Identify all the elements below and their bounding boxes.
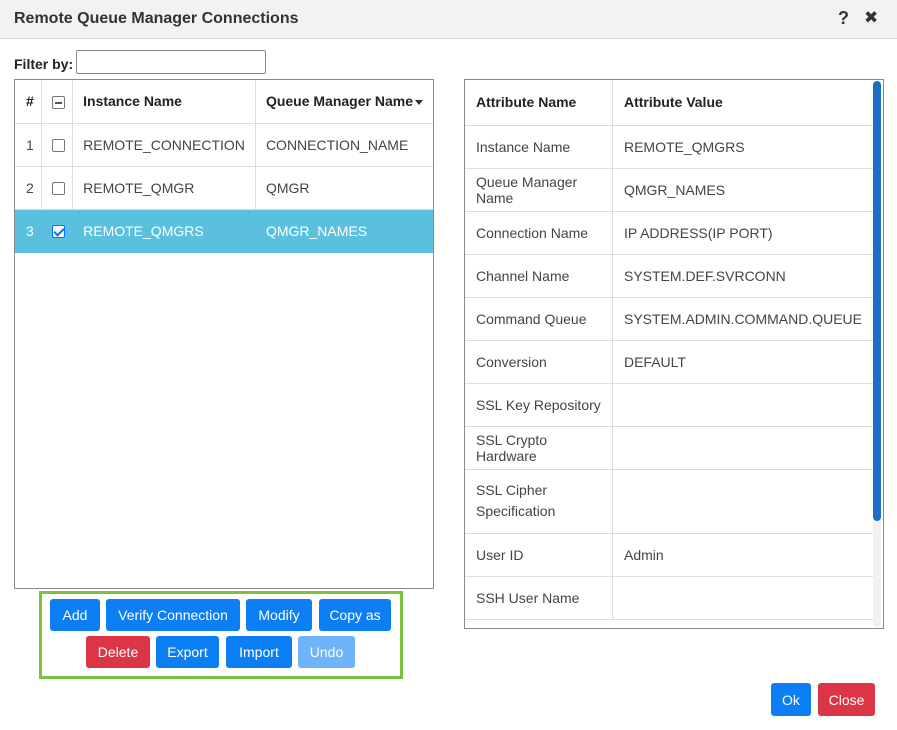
- action-button-group: Add Verify Connection Modify Copy as Del…: [39, 591, 403, 679]
- row-checkbox-cell[interactable]: [41, 166, 74, 210]
- delete-button[interactable]: Delete: [86, 636, 150, 668]
- import-button[interactable]: Import: [226, 636, 292, 668]
- attribute-name-cell: Command Queue: [465, 297, 613, 341]
- column-header-instance-name[interactable]: Instance Name: [72, 80, 256, 124]
- column-header-attribute-value: Attribute Value: [612, 80, 873, 126]
- column-header-queue-manager-name[interactable]: Queue Manager Name: [255, 80, 433, 124]
- queue-manager-name-cell[interactable]: CONNECTION_NAME: [255, 123, 433, 167]
- instance-name-cell[interactable]: REMOTE_CONNECTION: [72, 123, 256, 167]
- attribute-row: Channel Name SYSTEM.DEF.SVRCONN: [465, 254, 873, 298]
- row-checkbox-cell[interactable]: [41, 123, 74, 167]
- modify-button[interactable]: Modify: [246, 599, 312, 631]
- attribute-name-cell: SSL Cipher Specification: [465, 469, 613, 534]
- table-row[interactable]: 2 REMOTE_QMGR QMGR: [15, 166, 433, 210]
- attribute-name-cell: Conversion: [465, 340, 613, 384]
- instance-name-cell[interactable]: REMOTE_QMGRS: [72, 209, 256, 253]
- attribute-value-cell: Admin: [612, 533, 873, 577]
- attribute-value-cell: QMGR_NAMES: [612, 168, 873, 212]
- attribute-value-cell: DEFAULT: [612, 340, 873, 384]
- row-checkbox-cell[interactable]: [41, 209, 74, 253]
- attribute-value-cell: [612, 469, 873, 534]
- row-checkbox[interactable]: [52, 139, 66, 153]
- verify-connection-button[interactable]: Verify Connection: [106, 599, 240, 631]
- row-number: 3: [15, 209, 43, 253]
- queue-manager-name-cell[interactable]: QMGR_NAMES: [255, 209, 433, 253]
- row-checkbox-checked[interactable]: [52, 225, 66, 239]
- attribute-name-cell: SSL Key Repository: [465, 383, 613, 427]
- column-header-instance-name-label: Instance Name: [83, 93, 182, 110]
- attribute-row: Queue Manager Name QMGR_NAMES: [465, 168, 873, 212]
- attribute-row: Conversion DEFAULT: [465, 340, 873, 384]
- select-all-checkbox[interactable]: [52, 96, 66, 110]
- attribute-row: Connection Name IP ADDRESS(IP PORT): [465, 211, 873, 255]
- instance-table-panel: # Instance Name Queue Manager Name 1 REM…: [14, 79, 434, 589]
- attribute-name-cell: SSL Crypto Hardware: [465, 426, 613, 470]
- attribute-row: SSL Cipher Specification: [465, 469, 873, 534]
- table-row-selected[interactable]: 3 REMOTE_QMGRS QMGR_NAMES: [15, 209, 433, 253]
- attribute-value-cell: [612, 576, 873, 620]
- attribute-row: Command Queue SYSTEM.ADMIN.COMMAND.QUEUE: [465, 297, 873, 341]
- table-row[interactable]: 1 REMOTE_CONNECTION CONNECTION_NAME: [15, 123, 433, 167]
- ok-button[interactable]: Ok: [771, 683, 811, 716]
- attribute-value-cell: IP ADDRESS(IP PORT): [612, 211, 873, 255]
- column-header-select-all[interactable]: [41, 80, 74, 124]
- close-icon[interactable]: ✖: [864, 8, 879, 27]
- attribute-name-cell: Queue Manager Name: [465, 168, 613, 212]
- undo-button[interactable]: Undo: [298, 636, 355, 668]
- attribute-name-cell: Instance Name: [465, 125, 613, 169]
- copy-as-button[interactable]: Copy as: [319, 599, 391, 631]
- instance-table-header: # Instance Name Queue Manager Name: [15, 80, 433, 124]
- filter-label: Filter by:: [14, 56, 74, 72]
- column-header-number: #: [15, 80, 43, 124]
- row-number: 2: [15, 166, 43, 210]
- attribute-scrollbar[interactable]: [873, 81, 881, 627]
- help-icon[interactable]: ?: [838, 8, 849, 28]
- queue-manager-name-cell[interactable]: QMGR: [255, 166, 433, 210]
- attribute-value-cell: SYSTEM.DEF.SVRCONN: [612, 254, 873, 298]
- export-button[interactable]: Export: [156, 636, 219, 668]
- attribute-value-cell: REMOTE_QMGRS: [612, 125, 873, 169]
- attribute-scrollbar-thumb[interactable]: [873, 81, 881, 521]
- close-button[interactable]: Close: [818, 683, 875, 716]
- attribute-row: SSH User Name: [465, 576, 873, 620]
- sort-down-icon[interactable]: [415, 100, 423, 106]
- attribute-name-cell: User ID: [465, 533, 613, 577]
- instance-name-cell[interactable]: REMOTE_QMGR: [72, 166, 256, 210]
- attribute-row: User ID Admin: [465, 533, 873, 577]
- column-header-attribute-name: Attribute Name: [465, 80, 613, 126]
- attribute-name-cell: Connection Name: [465, 211, 613, 255]
- filter-input[interactable]: [76, 50, 266, 74]
- attribute-table-panel: Attribute Name Attribute Value Instance …: [464, 79, 884, 629]
- attribute-table-header: Attribute Name Attribute Value: [465, 80, 873, 126]
- row-number: 1: [15, 123, 43, 167]
- attribute-value-cell: [612, 383, 873, 427]
- attribute-row: Instance Name REMOTE_QMGRS: [465, 125, 873, 169]
- add-button[interactable]: Add: [50, 599, 100, 631]
- attribute-name-cell: SSH User Name: [465, 576, 613, 620]
- attribute-value-cell: SYSTEM.ADMIN.COMMAND.QUEUE: [612, 297, 873, 341]
- row-checkbox[interactable]: [52, 182, 66, 196]
- attribute-row: SSL Crypto Hardware: [465, 426, 873, 470]
- column-header-queue-manager-name-label: Queue Manager Name: [265, 93, 413, 110]
- dialog-titlebar: Remote Queue Manager Connections ? ✖: [0, 0, 897, 39]
- attribute-table: Attribute Name Attribute Value Instance …: [465, 80, 873, 620]
- attribute-value-cell: [612, 426, 873, 470]
- attribute-name-cell: Channel Name: [465, 254, 613, 298]
- instance-table: # Instance Name Queue Manager Name 1 REM…: [15, 80, 433, 253]
- dialog-title: Remote Queue Manager Connections: [14, 10, 299, 27]
- attribute-row: SSL Key Repository: [465, 383, 873, 427]
